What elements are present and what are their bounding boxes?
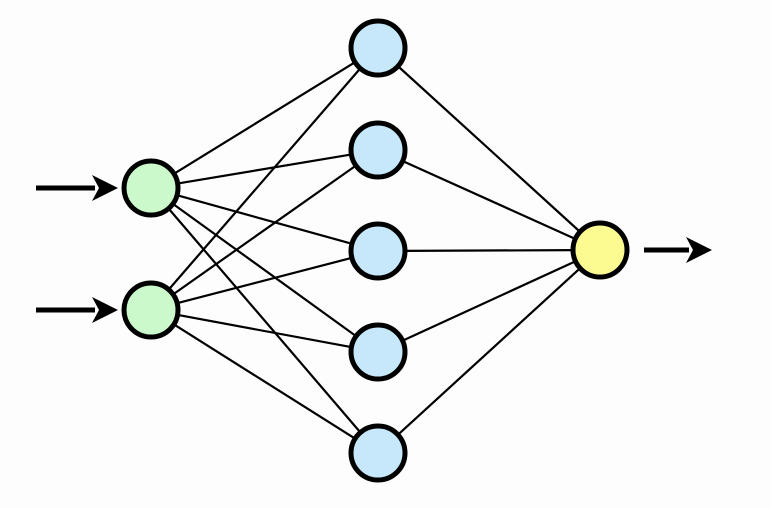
node-hidden-1[interactable]	[348, 18, 408, 78]
edge-i1-to-h3	[174, 193, 355, 246]
edge-i1-to-h4	[170, 202, 359, 338]
edge-i1-to-h2	[175, 153, 354, 185]
node-input-2[interactable]	[121, 280, 181, 340]
input-arrow-bottom	[36, 297, 118, 323]
edge-h3-to-o1	[402, 249, 576, 252]
input-arrow-top-head-icon	[92, 175, 118, 201]
edge-i2-to-h5	[171, 322, 358, 441]
edge-i1-to-h1	[172, 60, 357, 176]
input-arrow-top	[36, 175, 118, 201]
node-output-1[interactable]	[570, 220, 630, 280]
edge-i2-to-h4	[175, 313, 354, 349]
edge-h2-to-o1	[400, 159, 578, 241]
edge-h4-to-o1	[400, 259, 578, 343]
input-arrow-bottom-head-icon	[92, 297, 118, 323]
edge-h1-to-o1	[396, 64, 582, 234]
output-arrow-head-icon	[686, 237, 712, 263]
io-arrows-group	[36, 175, 712, 323]
node-input-1[interactable]	[121, 158, 181, 218]
node-hidden-2[interactable]	[348, 120, 408, 180]
edge-i2-to-h1	[166, 66, 363, 292]
node-hidden-3[interactable]	[348, 221, 408, 281]
node-hidden-5[interactable]	[348, 423, 408, 483]
node-hidden-4[interactable]	[348, 322, 408, 382]
edge-i1-to-h5	[166, 206, 363, 435]
edge-i2-to-h3	[175, 256, 354, 305]
edge-i2-to-h2	[171, 163, 358, 297]
edges-group	[166, 60, 582, 441]
edge-h5-to-o1	[396, 266, 582, 437]
nodes-group	[121, 18, 630, 483]
output-arrow	[644, 237, 712, 263]
